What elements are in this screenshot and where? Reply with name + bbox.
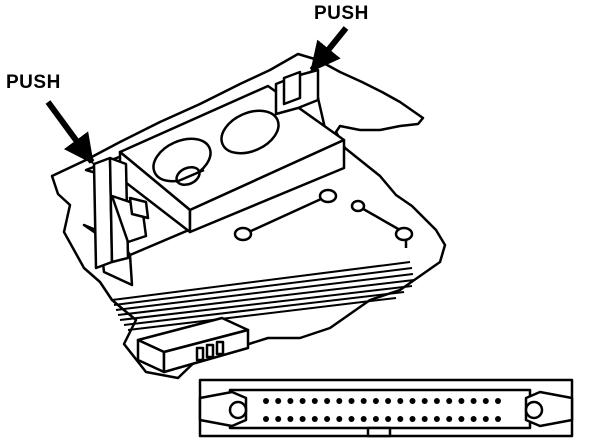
left-latch [92, 156, 150, 270]
push-arrow-left [45, 100, 95, 165]
connector-pin [470, 398, 477, 404]
right-latch [274, 68, 320, 116]
push-label-right: PUSH [314, 3, 369, 24]
connector-pin [311, 398, 318, 404]
connector-pin [495, 416, 501, 422]
connector-pin [482, 416, 489, 422]
connector-pin [433, 398, 440, 404]
connector-pin [336, 398, 343, 404]
connector-pin [446, 398, 453, 404]
connector-pin [336, 416, 343, 422]
connector-pin [482, 398, 489, 404]
ribbon-cable [111, 261, 415, 331]
resistor-component-1 [233, 188, 338, 242]
connector-pin [372, 398, 379, 404]
connector-pin [324, 398, 331, 404]
connector-pin [263, 398, 269, 404]
connector-pin [275, 398, 282, 404]
connector-pin [421, 416, 428, 422]
connector-pin [470, 416, 477, 422]
pin-grid [263, 398, 501, 422]
connector-pin [348, 416, 355, 422]
connector-pin [299, 416, 306, 422]
connector-top-view [198, 378, 574, 438]
connector-pin [324, 416, 331, 422]
connector-pin [287, 416, 294, 422]
push-arrow-right [309, 26, 349, 73]
connector-pin [421, 398, 428, 404]
connector-pin [409, 398, 416, 404]
connector-pin [458, 398, 465, 404]
connector-pin [446, 416, 453, 422]
connector-pin [433, 416, 440, 422]
connector-pin [311, 416, 318, 422]
push-label-left: PUSH [6, 72, 61, 93]
ribbon-plug [136, 316, 250, 374]
connector-pin [360, 416, 367, 422]
connector-pin [385, 416, 392, 422]
connector-pin [397, 416, 404, 422]
connector-pin [409, 416, 416, 422]
connector-pin [275, 416, 282, 422]
resistor-component-2 [350, 199, 414, 248]
connector-pin [360, 398, 367, 404]
connector-pin [458, 416, 465, 422]
connector-pin [385, 398, 392, 404]
connector-pin [372, 416, 379, 422]
connector-pin [495, 398, 501, 404]
connector-pin [263, 416, 269, 422]
connector-pin [299, 398, 306, 404]
connector-pin [287, 398, 294, 404]
connector-pin [348, 398, 355, 404]
connector-pin [397, 398, 404, 404]
socket-housing [118, 84, 346, 234]
